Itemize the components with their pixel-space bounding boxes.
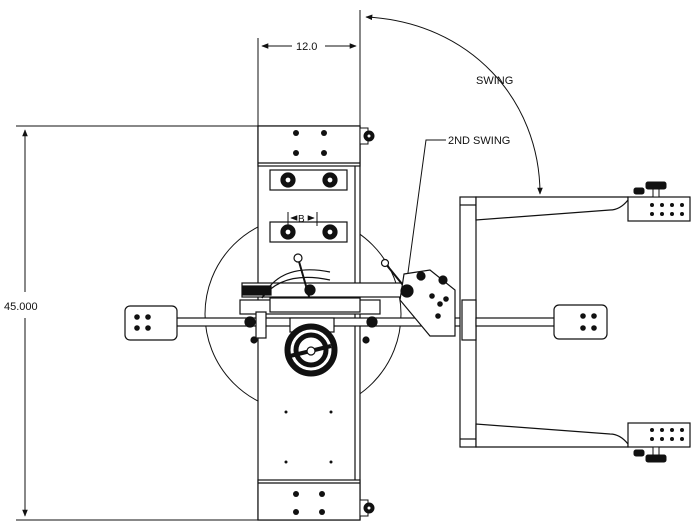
second-swing-label: 2ND SWING <box>448 135 510 147</box>
right-handle-pad <box>475 304 608 340</box>
top-caster <box>359 127 375 145</box>
top-frame-knob <box>633 181 667 198</box>
swing-frame-holes <box>650 203 684 441</box>
bottom-caster <box>359 499 375 517</box>
swing-label: SWING <box>476 75 513 87</box>
swing-arc <box>365 14 543 195</box>
bottom-frame-knob <box>633 446 667 463</box>
hand-wheel <box>284 317 338 377</box>
b-dimension-label: B <box>298 214 305 225</box>
second-swing-leader <box>405 139 446 281</box>
left-handle-pad <box>124 305 178 341</box>
upper-clamp-bar <box>269 169 348 191</box>
top-block-holes <box>293 130 327 156</box>
b-dimension <box>287 212 318 226</box>
width-dimension <box>257 10 361 126</box>
width-dimension-label: 12.0 <box>296 41 317 53</box>
table-dots <box>284 410 333 464</box>
bottom-block-holes <box>293 491 325 515</box>
lower-clamp-bar <box>269 221 348 243</box>
swing-arm-linkage <box>380 258 456 337</box>
swing-frame <box>459 196 691 448</box>
height-dimension <box>16 125 258 521</box>
height-dimension-label: 45.000 <box>4 301 38 313</box>
